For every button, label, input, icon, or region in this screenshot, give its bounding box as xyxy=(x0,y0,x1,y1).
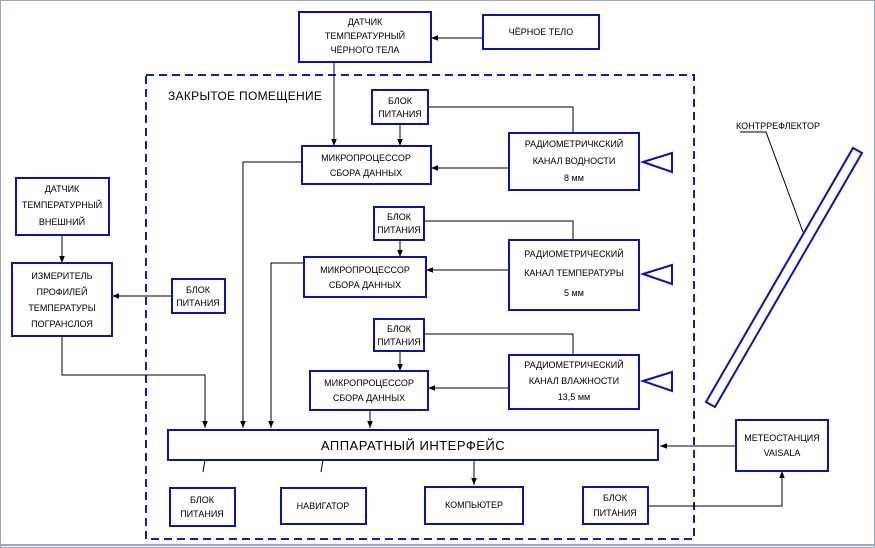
counter-reflector: КОНТРРЕФЛЕКТОР xyxy=(704,121,864,409)
svg-text:МИКРОПРОЦЕССОР: МИКРОПРОЦЕССОР xyxy=(324,378,414,388)
boundary-layer-profiler: ИЗМЕРИТЕЛЬ ПРОФИЛЕЙ ТЕМПЕРАТУРЫ ПОГРАНСЛ… xyxy=(11,262,113,337)
svg-text:КАНАЛ ТЕМПЕРАТУРЫ: КАНАЛ ТЕМПЕРАТУРЫ xyxy=(524,268,624,278)
connections xyxy=(59,35,804,507)
svg-text:МИКРОПРОЦЕССОР: МИКРОПРОЦЕССОР xyxy=(321,153,411,163)
svg-text:БЛОК: БЛОК xyxy=(603,493,628,503)
radiometer-temperature-channel: РАДИОМЕТРИЧЕСКИЙ КАНАЛ ТЕМПЕРАТУРЫ 5 мм xyxy=(508,239,673,311)
svg-text:БЛОК: БЛОК xyxy=(387,324,412,334)
svg-text:5 мм: 5 мм xyxy=(564,288,584,298)
svg-text:ИЗМЕРИТЕЛЬ: ИЗМЕРИТЕЛЬ xyxy=(31,271,92,281)
svg-text:СБОРА ДАННЫХ: СБОРА ДАННЫХ xyxy=(330,168,402,178)
svg-text:МИКРОПРОЦЕССОР: МИКРОПРОЦЕССОР xyxy=(320,265,410,275)
svg-text:БЛОК: БЛОК xyxy=(190,495,215,505)
svg-text:ДАТЧИК: ДАТЧИК xyxy=(348,17,383,27)
power-supply-profiler: БЛОК ПИТАНИЯ xyxy=(171,278,226,314)
svg-text:VAISALA: VAISALA xyxy=(764,448,801,458)
svg-text:ПИТАНИЯ: ПИТАНИЯ xyxy=(378,109,422,119)
svg-text:АППАРАТНЫЙ ИНТЕРФЕЙС: АППАРАТНЫЙ ИНТЕРФЕЙС xyxy=(321,438,505,453)
svg-text:ПИТАНИЯ: ПИТАНИЯ xyxy=(377,337,421,347)
antenna-icon xyxy=(639,151,673,174)
closed-room-title: ЗАКРЫТОЕ ПОМЕЩЕНИЕ xyxy=(168,89,322,103)
hardware-interface: АППАРАТНЫЙ ИНТЕРФЕЙС xyxy=(167,429,659,461)
svg-text:НАВИГАТОР: НАВИГАТОР xyxy=(297,501,350,511)
power-supply-1: БЛОК ПИТАНИЯ xyxy=(371,89,429,125)
svg-text:БЛОК: БЛОК xyxy=(186,285,211,295)
microprocessor-1: МИКРОПРОЦЕССОР СБОРА ДАННЫХ xyxy=(301,145,432,185)
black-body-sensor: ДАТЧИК ТЕМПЕРАТУРНЫЙ ЧЁРНОГО ТЕЛА xyxy=(298,11,432,63)
svg-text:ПИТАНИЯ: ПИТАНИЯ xyxy=(180,509,224,519)
radiometer-humidity-channel: РАДИОМЕТРИЧЕСКИЙ КАНАЛ ВЛАЖНОСТИ 13,5 мм xyxy=(508,354,673,410)
svg-text:ЧЁРНОГО ТЕЛА: ЧЁРНОГО ТЕЛА xyxy=(331,45,400,55)
external-temperature-sensor: ДАТЧИК ТЕМПЕРАТУРНЫЙ ВНЕШНИЙ xyxy=(15,177,110,236)
svg-text:ПИТАНИЯ: ПИТАНИЯ xyxy=(377,225,421,235)
svg-text:БЛОК: БЛОК xyxy=(388,96,413,106)
microprocessor-2: МИКРОПРОЦЕССОР СБОРА ДАННЫХ xyxy=(303,256,427,298)
svg-text:КОМПЬЮТЕР: КОМПЬЮТЕР xyxy=(445,500,503,510)
svg-text:ТЕМПЕРАТУРЫ: ТЕМПЕРАТУРЫ xyxy=(28,303,95,313)
svg-text:СБОРА ДАННЫХ: СБОРА ДАННЫХ xyxy=(329,280,401,290)
svg-text:ПИТАНИЯ: ПИТАНИЯ xyxy=(176,298,220,308)
antenna-icon xyxy=(639,370,673,393)
power-supply-2: БЛОК ПИТАНИЯ xyxy=(373,206,425,241)
svg-text:ТЕМПЕРАТУРНЫЙ: ТЕМПЕРАТУРНЫЙ xyxy=(325,30,405,41)
svg-text:ПОГРАНСЛОЯ: ПОГРАНСЛОЯ xyxy=(31,319,93,329)
svg-text:ТЕМПЕРАТУРНЫЙ: ТЕМПЕРАТУРНЫЙ xyxy=(22,199,102,210)
closed-room-boundary xyxy=(145,74,695,540)
svg-text:ПРОФИЛЕЙ: ПРОФИЛЕЙ xyxy=(37,286,88,297)
svg-text:СБОРА ДАННЫХ: СБОРА ДАННЫХ xyxy=(333,393,405,403)
svg-text:МЕТЕОСТАНЦИЯ: МЕТЕОСТАНЦИЯ xyxy=(744,433,820,443)
svg-text:КАНАЛ ВОДНОСТИ: КАНАЛ ВОДНОСТИ xyxy=(533,156,616,166)
svg-text:ДАТЧИК: ДАТЧИК xyxy=(45,184,80,194)
power-supply-bottom-right: БЛОК ПИТАНИЯ xyxy=(582,486,649,525)
svg-text:КАНАЛ ВЛАЖНОСТИ: КАНАЛ ВЛАЖНОСТИ xyxy=(529,376,619,386)
radiometer-water-channel: РАДИОМЕТРИЧКСКИЙ КАНАЛ ВОДНОСТИ 8 мм xyxy=(508,132,673,191)
svg-text:РАДИОМЕТРИЧКСКИЙ: РАДИОМЕТРИЧКСКИЙ xyxy=(525,138,624,149)
microprocessor-3: МИКРОПРОЦЕССОР СБОРА ДАННЫХ xyxy=(309,370,429,411)
black-body: ЧЁРНОЕ ТЕЛО xyxy=(482,14,600,50)
svg-text:ЧЁРНОЕ ТЕЛО: ЧЁРНОЕ ТЕЛО xyxy=(509,27,573,37)
svg-text:РАДИОМЕТРИЧЕСКИЙ: РАДИОМЕТРИЧЕСКИЙ xyxy=(524,359,623,370)
svg-text:БЛОК: БЛОК xyxy=(387,212,412,222)
computer: КОМПЬЮТЕР xyxy=(424,486,524,525)
meteostation-vaisala: МЕТЕОСТАНЦИЯ VAISALA xyxy=(735,419,829,472)
svg-text:8 мм: 8 мм xyxy=(564,173,584,183)
svg-text:РАДИОМЕТРИЧЕСКИЙ: РАДИОМЕТРИЧЕСКИЙ xyxy=(524,248,623,259)
power-supply-3: БЛОК ПИТАНИЯ xyxy=(373,318,425,352)
svg-text:13,5 мм: 13,5 мм xyxy=(558,392,590,402)
svg-text:ПИТАНИЯ: ПИТАНИЯ xyxy=(593,508,637,518)
navigator: НАВИГАТОР xyxy=(280,487,367,525)
svg-text:КОНТРРЕФЛЕКТОР: КОНТРРЕФЛЕКТОР xyxy=(736,121,820,131)
antenna-icon xyxy=(639,263,673,286)
svg-text:ВНЕШНИЙ: ВНЕШНИЙ xyxy=(39,216,85,227)
power-supply-bottom-left: БЛОК ПИТАНИЯ xyxy=(169,487,236,527)
